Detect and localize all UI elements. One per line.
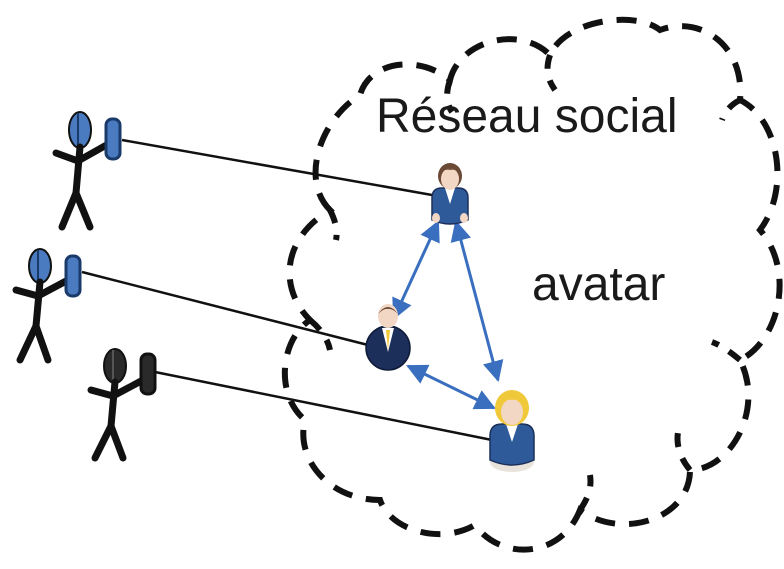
cloud-inner-lobe	[577, 474, 594, 512]
phone-icon	[64, 254, 82, 298]
arrow-avatar1-avatar3	[450, 219, 504, 383]
avatar-man-icon	[365, 304, 411, 371]
arrow-avatar1-avatar2	[392, 220, 440, 320]
cloud-inner-lobe	[674, 431, 693, 472]
cloud-inner-lobe	[719, 97, 742, 122]
phone-icon	[104, 117, 122, 161]
cloud-inner-lobe	[327, 208, 340, 241]
phone-icon	[139, 352, 157, 396]
cloud-inner-lobe	[544, 54, 558, 92]
link-user2-avatar2	[81, 270, 369, 347]
avatar-label: avatar	[532, 258, 665, 311]
user-figure-icon	[52, 111, 122, 231]
arrow-avatar2-avatar3	[406, 364, 496, 410]
cloud-inner-lobe	[710, 339, 742, 363]
network-cloud	[282, 16, 783, 553]
cloud-inner-lobe	[444, 79, 455, 114]
link-user1-avatar1	[121, 138, 433, 197]
avatar-woman-blonde-icon	[489, 390, 535, 472]
link-user3-avatar3	[154, 370, 493, 442]
user-figure-icon	[12, 248, 82, 364]
network-title: Réseau social	[376, 90, 678, 143]
user-figure-icon	[87, 348, 157, 462]
cloud-inner-lobe	[308, 317, 333, 351]
avatar-woman-brown-icon	[431, 163, 469, 225]
